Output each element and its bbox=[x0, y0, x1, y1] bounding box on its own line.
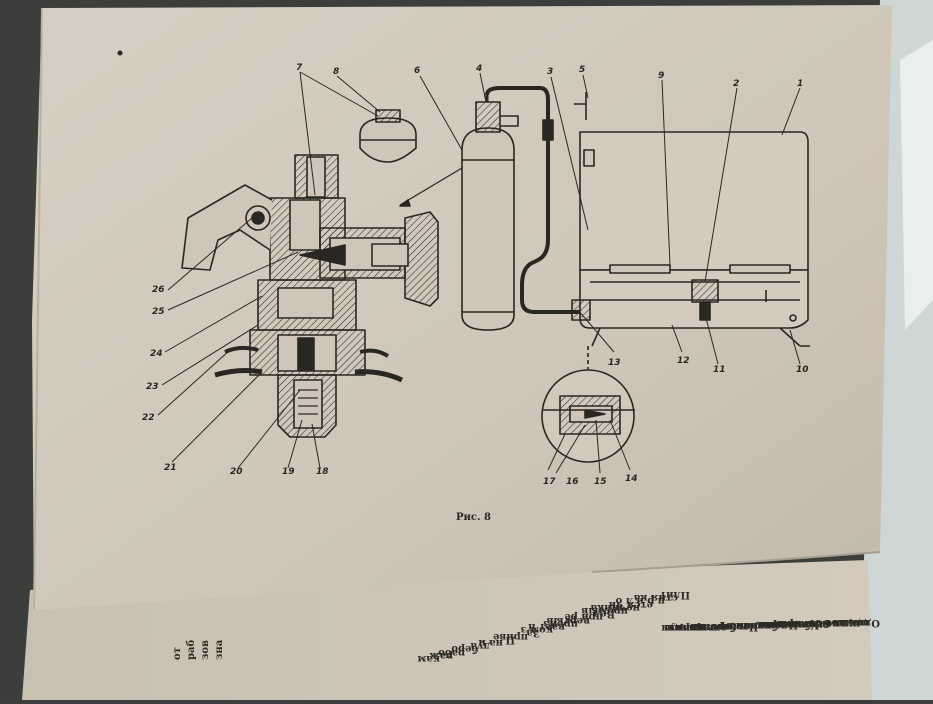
stove-box bbox=[571, 92, 810, 347]
callout-16: 16 bbox=[566, 477, 579, 487]
gas-cylinder bbox=[461, 86, 580, 331]
callout-3: 3 bbox=[547, 67, 553, 77]
callout-8: 8 bbox=[333, 67, 339, 77]
technical-diagram bbox=[157, 71, 810, 474]
callout-24: 24 bbox=[150, 349, 163, 359]
callout-13: 13 bbox=[608, 358, 621, 368]
callout-25: 25 bbox=[152, 307, 165, 317]
lower-page-line: П bbox=[505, 633, 515, 645]
callout-2: 2 bbox=[733, 79, 739, 89]
lower-page-line: кам bbox=[417, 653, 440, 664]
callout-6: 6 bbox=[414, 66, 420, 76]
right-page-line: ние для bbox=[660, 622, 707, 634]
callout-21: 21 bbox=[164, 463, 177, 473]
figure-caption: Рис. 8 bbox=[456, 512, 491, 523]
callout-14: 14 bbox=[625, 474, 638, 484]
callout-17: 17 bbox=[543, 477, 556, 487]
callout-15: 15 bbox=[594, 477, 607, 487]
callout-4: 4 bbox=[475, 64, 482, 74]
callout-9: 9 bbox=[658, 71, 664, 81]
callout-1: 1 bbox=[797, 79, 803, 89]
background-highlight bbox=[900, 40, 933, 330]
callout-26: 26 bbox=[152, 285, 165, 295]
callout-20: 20 bbox=[230, 467, 243, 477]
detached-cap bbox=[359, 109, 417, 163]
callout-12: 12 bbox=[677, 356, 690, 366]
leader-lines bbox=[157, 71, 801, 474]
callout-22: 22 bbox=[142, 413, 155, 423]
callout-18: 18 bbox=[316, 467, 329, 477]
callout-7: 7 bbox=[296, 63, 303, 73]
callout-5: 5 bbox=[579, 65, 585, 75]
detail-callout bbox=[541, 346, 635, 463]
lower-page-line: За bbox=[526, 627, 540, 639]
edge-line: зов bbox=[200, 640, 211, 660]
callout-19: 19 bbox=[282, 467, 295, 477]
callout-11: 11 bbox=[713, 365, 726, 375]
edge-line: раб bbox=[186, 639, 197, 660]
callout-10: 10 bbox=[796, 365, 809, 375]
edge-line: зна bbox=[214, 639, 225, 660]
valve-assembly bbox=[181, 154, 439, 438]
edge-line: от bbox=[172, 647, 183, 660]
callout-labels: 7 8 6 4 3 5 9 2 1 26 25 24 23 22 21 20 1… bbox=[142, 63, 809, 523]
callout-23: 23 bbox=[146, 382, 159, 392]
